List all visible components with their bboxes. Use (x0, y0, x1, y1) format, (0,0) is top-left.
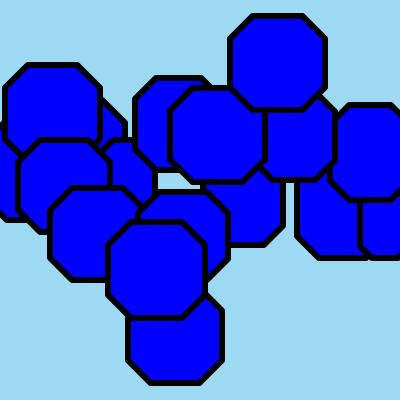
octagon-tile-8[interactable] (327, 102, 400, 203)
octagon-tile-7[interactable] (357, 187, 400, 261)
octagon-tile-17[interactable] (227, 13, 328, 113)
octagon-tile-14[interactable] (105, 219, 208, 321)
